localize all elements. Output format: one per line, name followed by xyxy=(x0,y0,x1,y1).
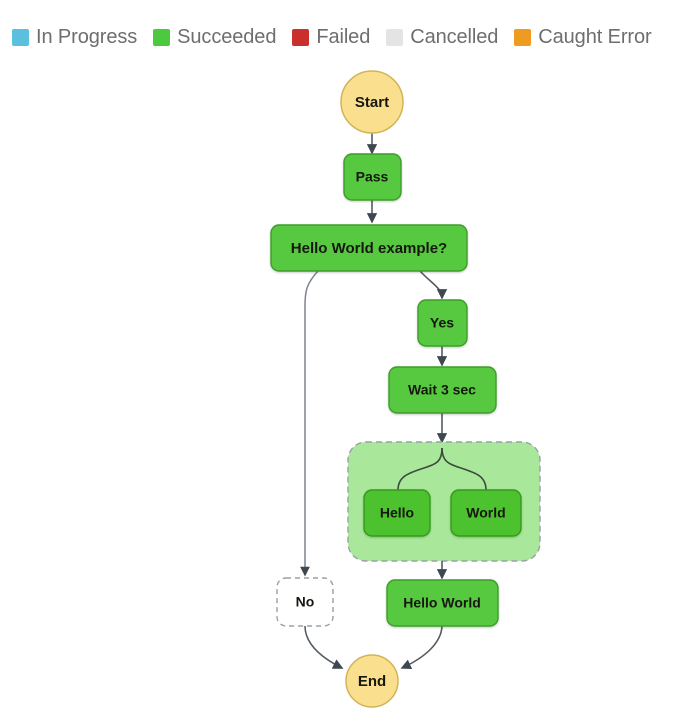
node-yes[interactable]: Yes xyxy=(417,299,468,347)
edge-parallel-to-world xyxy=(441,447,487,491)
edge-helloworld-to-end xyxy=(400,624,443,670)
node-start[interactable]: Start xyxy=(340,70,404,134)
node-wait-label: Wait 3 sec xyxy=(408,382,476,398)
node-yes-box[interactable] xyxy=(417,299,468,347)
legend-swatch-caught-error xyxy=(514,28,532,46)
legend-item-cancelled: Cancelled xyxy=(386,27,498,47)
node-wait-box[interactable] xyxy=(388,366,497,414)
legend-swatch-cancelled xyxy=(386,28,404,46)
legend-label-caught-error: Caught Error xyxy=(538,26,652,48)
graph-nodes: Start Pass Hello World example? Yes xyxy=(270,70,499,708)
node-start-label: Start xyxy=(355,94,389,111)
node-no-box[interactable] xyxy=(276,577,334,627)
edge-choice-to-yes xyxy=(419,270,448,300)
node-yes-label: Yes xyxy=(430,315,454,331)
node-pass[interactable]: Pass xyxy=(343,153,402,201)
legend-label-in-progress: In Progress xyxy=(36,26,138,48)
node-hello-world-box[interactable] xyxy=(386,579,499,627)
node-hello-world-label: Hello World xyxy=(403,595,481,611)
node-world[interactable]: World xyxy=(450,489,522,537)
node-pass-box[interactable] xyxy=(343,153,402,201)
node-world-label: World xyxy=(466,505,505,521)
node-choice[interactable]: Hello World example? xyxy=(270,224,468,272)
node-no-label: No xyxy=(296,594,315,610)
node-end[interactable]: End xyxy=(345,654,399,708)
status-legend: In Progress Succeeded Failed Cancelled C… xyxy=(12,24,668,50)
legend-label-failed: Failed xyxy=(316,26,371,48)
node-start-circle[interactable] xyxy=(340,70,404,134)
legend-label-cancelled: Cancelled xyxy=(410,26,499,48)
graph-edges xyxy=(300,133,448,577)
legend-item-in-progress: In Progress xyxy=(12,27,137,47)
node-hello[interactable]: Hello xyxy=(363,489,431,537)
legend-label-succeeded: Succeeded xyxy=(177,26,277,48)
legend-swatch-failed xyxy=(292,28,310,46)
edge-no-to-end xyxy=(304,625,344,669)
node-hello-box[interactable] xyxy=(363,489,431,537)
legend-item-succeeded: Succeeded xyxy=(153,27,276,47)
parallel-state-container[interactable]: Hello World xyxy=(347,441,541,562)
graph-edges-lower xyxy=(304,561,448,670)
edge-choice-to-no xyxy=(300,270,319,577)
edge-parallel-to-hello xyxy=(397,447,443,491)
node-end-label: End xyxy=(358,673,386,690)
legend-item-failed: Failed xyxy=(292,27,370,47)
workflow-graph[interactable]: Hello World Start xyxy=(0,56,700,722)
node-hello-label: Hello xyxy=(380,505,414,521)
node-choice-label: Hello World example? xyxy=(291,240,447,257)
legend-item-caught-error: Caught Error xyxy=(514,26,652,48)
node-wait[interactable]: Wait 3 sec xyxy=(388,366,497,414)
node-hello-world[interactable]: Hello World xyxy=(386,579,499,627)
node-end-circle[interactable] xyxy=(345,654,399,708)
node-pass-label: Pass xyxy=(356,169,389,185)
node-no[interactable]: No xyxy=(276,577,334,627)
node-choice-box[interactable] xyxy=(270,224,468,272)
legend-swatch-in-progress xyxy=(12,28,29,46)
legend-swatch-succeeded xyxy=(153,28,171,46)
node-world-box[interactable] xyxy=(450,489,522,537)
